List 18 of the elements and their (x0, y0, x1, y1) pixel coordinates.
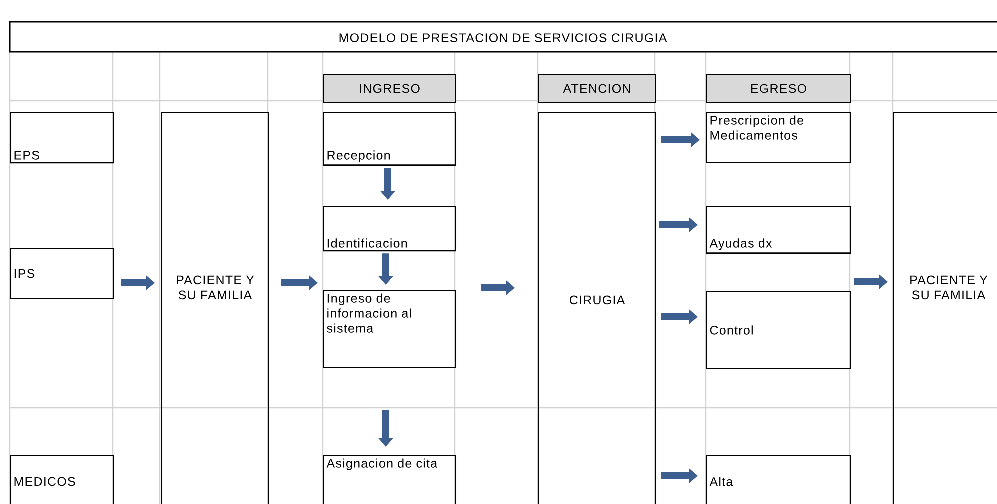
column-header: EGRESO (706, 74, 852, 104)
process-box: Control (706, 291, 852, 370)
process-box: Identificacion (323, 206, 456, 252)
actor-box: IPS (10, 248, 114, 300)
process-box: Asignacion de cita (323, 455, 456, 504)
process-box: Recepcion (323, 112, 456, 166)
title-box: MODELO DE PRESTACION DE SERVICIOS CIRUGIA (9, 21, 997, 53)
process-box: Ayudas dx (706, 206, 852, 254)
process-box: CIRUGIA (538, 112, 656, 504)
actor-box: MEDICOS (10, 455, 114, 504)
column-header: ATENCION (538, 74, 656, 104)
actor-box: EPS (10, 112, 114, 164)
patient-box: PACIENTE Y SU FAMILIA (893, 112, 997, 504)
process-box: Alta (706, 455, 852, 504)
process-box: Ingreso de informacion al sistema (323, 290, 456, 368)
patient-box: PACIENTE Y SU FAMILIA (161, 112, 270, 504)
column-header: INGRESO (323, 74, 456, 104)
process-box: Prescripcion de Medicamentos (706, 112, 852, 164)
